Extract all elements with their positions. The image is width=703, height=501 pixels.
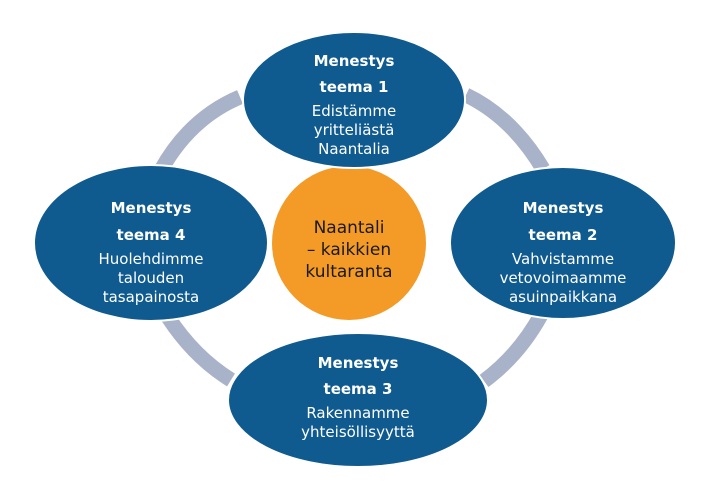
theme-1-body-line-3: Naantalia (318, 140, 390, 158)
theme-3-body-line-2: yhteisöllisyyttä (301, 423, 415, 441)
theme-4-ellipse (33, 164, 269, 322)
theme-1-body-line-1: Edistämme (312, 102, 397, 120)
theme-2-title-line-1: Menestys (523, 199, 604, 217)
theme-4-title-line-2: teema 4 (117, 226, 186, 244)
connector-arc-top-right (462, 88, 550, 173)
theme-2-ellipse (449, 166, 677, 320)
theme-1-ellipse (242, 31, 466, 169)
theme-node-4: Menestys teema 4 Huolehdimme talouden ta… (33, 164, 269, 322)
theme-1-title-line-1: Menestys (314, 52, 395, 70)
theme-4-title-line-1: Menestys (111, 199, 192, 217)
center-node: Naantali – kaikkien kultaranta (272, 166, 426, 320)
ring-connectors (154, 88, 550, 388)
center-line-3: kultaranta (305, 262, 392, 282)
center-line-2: – kaikkien (307, 240, 391, 260)
theme-4-body-line-3: tasapainosta (103, 288, 200, 306)
theme-1-body-line-2: yritteliästä (314, 121, 395, 139)
theme-node-1: Menestys teema 1 Edistämme yritteliästä … (242, 31, 466, 169)
center-circle (272, 166, 426, 320)
theme-2-body-line-2: vetovoimaamme (500, 269, 627, 287)
theme-node-3: Menestys teema 3 Rakennamme yhteisöllisy… (227, 332, 489, 468)
theme-3-title-line-2: teema 3 (324, 380, 393, 398)
theme-4-body-line-2: talouden (118, 269, 184, 287)
theme-3-title-line-1: Menestys (318, 354, 399, 372)
center-line-1: Naantali (314, 218, 385, 238)
theme-3-body-line-1: Rakennamme (306, 404, 409, 422)
theme-4-body-line-1: Huolehdimme (98, 250, 203, 268)
connector-arc-top-left (154, 90, 244, 174)
connector-arc-bottom-right (479, 311, 548, 388)
theme-2-title-line-2: teema 2 (529, 226, 598, 244)
theme-2-body-line-3: asuinpaikkana (509, 288, 617, 306)
theme-node-2: Menestys teema 2 Vahvistamme vetovoimaam… (449, 166, 677, 320)
connector-arc-bottom-left (161, 312, 236, 387)
theme-3-ellipse (227, 332, 489, 468)
theme-2-body-line-1: Vahvistamme (512, 250, 614, 268)
theme-1-title-line-2: teema 1 (320, 78, 389, 96)
